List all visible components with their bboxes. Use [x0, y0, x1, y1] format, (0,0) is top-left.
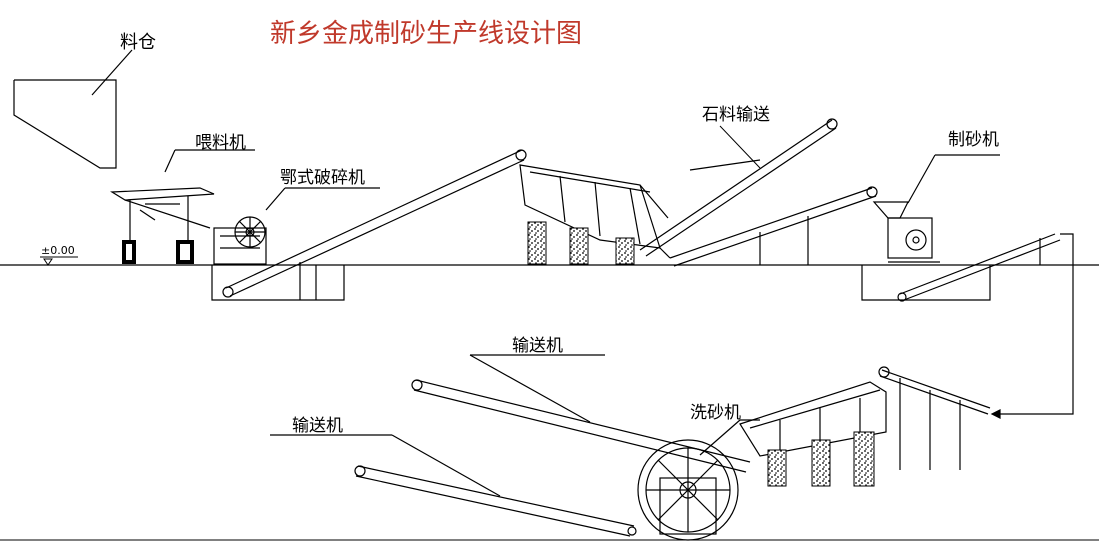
stone-conveyor — [639, 118, 838, 257]
sand-pile-5 — [811, 439, 831, 487]
crusher-pit — [211, 265, 345, 301]
stone-conveyor-label: 石料输送 — [702, 105, 770, 125]
feeder — [110, 149, 255, 240]
ground-level-mark — [40, 256, 78, 266]
feeder-label: 喂料机 — [195, 133, 246, 153]
sand-pile-3 — [615, 237, 635, 265]
sand-maker-label: 制砂机 — [948, 130, 999, 150]
conveyor-upper-label: 输送机 — [512, 336, 563, 356]
vibrating-screen-lower — [739, 381, 887, 457]
ground-level-label: ±0.00 — [41, 244, 75, 257]
conveyor-to-washer — [878, 366, 991, 470]
silo-label: 料仓 — [120, 32, 156, 53]
silo — [13, 49, 133, 169]
conveyor-sand-maker-out — [897, 233, 1074, 419]
jaw-crusher — [213, 187, 380, 265]
sand-pile-2 — [569, 227, 589, 265]
sand-maker — [872, 154, 1000, 263]
conveyor-lower-label: 输送机 — [292, 416, 343, 436]
conveyor-lower — [270, 434, 637, 537]
stone-conveyor-leader — [719, 125, 761, 169]
sand-pile-6 — [853, 431, 875, 487]
conveyor-to-sand-maker — [669, 186, 878, 267]
conveyor-belt-1 — [222, 149, 527, 300]
conveyor-upper — [411, 354, 751, 473]
sand-pile-4 — [767, 449, 787, 487]
ground-line — [0, 264, 1099, 541]
drawing-title: 新乡金成制砂生产线设计图 — [270, 19, 582, 49]
jaw-crusher-label: 鄂式破碎机 — [280, 168, 365, 188]
sand-washer — [637, 419, 760, 541]
sand-maker-pit — [861, 265, 991, 301]
sand-pile-1 — [527, 221, 547, 265]
sand-washer-label: 洗砂机 — [690, 403, 741, 423]
